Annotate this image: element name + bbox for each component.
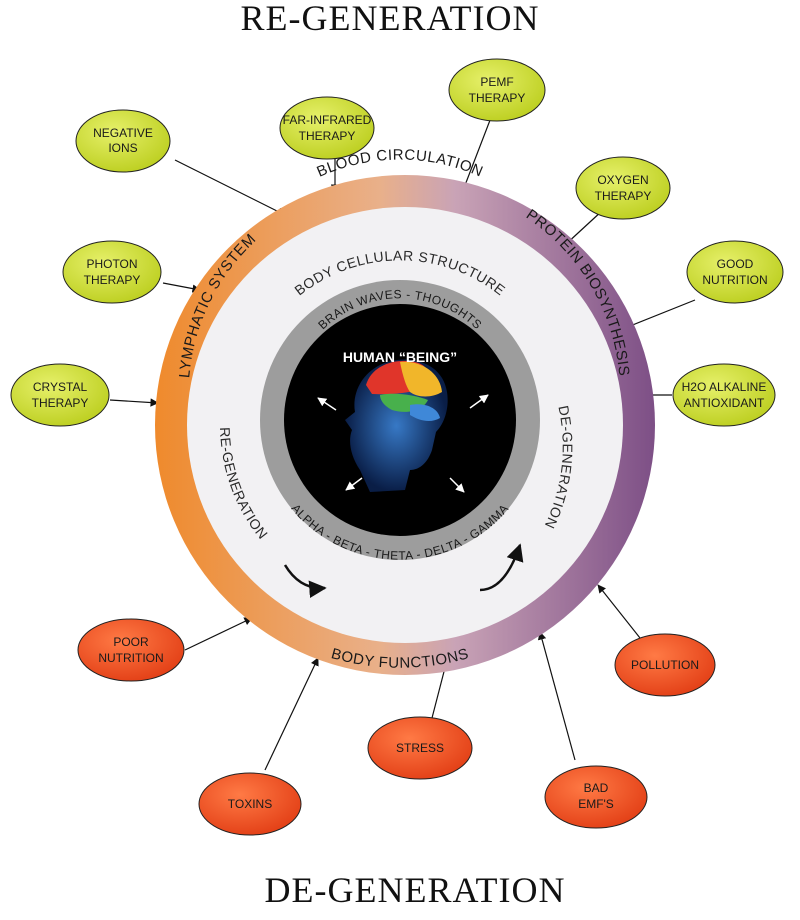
node-crystal-line1: CRYSTAL <box>33 380 88 394</box>
degeneration-flow-arrow <box>479 543 524 592</box>
node-negative-ions-line1: NEGATIVE <box>93 126 153 140</box>
node-poor-nutrition: POOR NUTRITION <box>77 618 185 682</box>
node-photon-line2: THERAPY <box>84 273 141 287</box>
arrow-bad-emf <box>537 631 576 761</box>
node-poor-nutrition-line1: POOR <box>113 635 149 649</box>
node-oxygen: OXYGEN THERAPY <box>575 156 671 220</box>
node-stress-line1: STRESS <box>396 741 444 755</box>
node-far-infrared-line1: FAR-INFRARED <box>283 113 372 127</box>
node-h2o-line1: H2O ALKALINE <box>682 380 767 394</box>
node-pollution: POLLUTION <box>614 633 716 697</box>
arrow-pollution <box>597 584 641 639</box>
radiate-arrow-upper-right <box>469 394 489 409</box>
node-poor-nutrition-line2: NUTRITION <box>98 651 163 665</box>
positive-connectors <box>109 114 696 407</box>
radiate-arrow-lower-left <box>345 477 363 491</box>
label-human-being: HUMAN “BEING” <box>343 349 457 365</box>
node-far-infrared: FAR-INFRARED THERAPY <box>279 96 375 160</box>
negative-connectors <box>184 584 641 771</box>
node-stress: STRESS <box>367 716 473 780</box>
node-pollution-line1: POLLUTION <box>631 658 699 672</box>
node-crystal: CRYSTAL THERAPY <box>10 363 110 427</box>
node-negative-ions-line2: IONS <box>108 141 137 155</box>
node-bad-emf-line1: BAD <box>584 781 609 795</box>
node-bad-emf: BAD EMF'S <box>544 765 648 829</box>
node-pemf-line1: PEMF <box>480 75 513 89</box>
node-good-nutrition-line2: NUTRITION <box>702 273 767 287</box>
arrow-poor-nutrition <box>184 617 253 651</box>
node-oxygen-line1: OXYGEN <box>597 173 648 187</box>
negative-factor-nodes: POOR NUTRITION POLLUTION STRESS TOXINS BA… <box>77 618 716 836</box>
arrow-crystal <box>109 398 159 407</box>
node-bad-emf-line2: EMF'S <box>578 797 614 811</box>
node-good-nutrition: GOOD NUTRITION <box>686 240 784 304</box>
title-regeneration: RE-GENERATION <box>241 0 540 38</box>
node-photon: PHOTON THERAPY <box>62 240 162 304</box>
svg-text:STRESS: STRESS <box>396 741 444 755</box>
svg-text:POLLUTION: POLLUTION <box>631 658 699 672</box>
node-toxins: TOXINS <box>198 772 302 836</box>
svg-text:TOXINS: TOXINS <box>228 797 272 811</box>
arrow-good-nutrition <box>624 299 696 330</box>
arrow-pemf <box>460 114 493 194</box>
node-photon-line1: PHOTON <box>86 257 137 271</box>
node-far-infrared-line2: THERAPY <box>299 129 356 143</box>
arrow-negative-ions <box>174 159 286 216</box>
regeneration-flow-arrow <box>283 564 327 598</box>
node-crystal-line2: THERAPY <box>32 396 89 410</box>
node-toxins-line1: TOXINS <box>228 797 272 811</box>
node-good-nutrition-line1: GOOD <box>717 257 754 271</box>
node-h2o-alkaline: H2O ALKALINE ANTIOXIDANT <box>672 363 776 427</box>
node-oxygen-line2: THERAPY <box>595 189 652 203</box>
title-degeneration: DE-GENERATION <box>265 870 566 910</box>
radiate-arrow-lower-right <box>449 477 465 493</box>
node-pemf-line2: THERAPY <box>469 91 526 105</box>
arrow-toxins <box>264 657 319 771</box>
radiate-arrow-upper-left <box>317 397 337 411</box>
head-brain-icon <box>345 359 448 492</box>
node-h2o-line2: ANTIOXIDANT <box>684 396 765 410</box>
arrow-photon <box>162 282 201 293</box>
node-pemf: PEMF THERAPY <box>448 58 546 122</box>
